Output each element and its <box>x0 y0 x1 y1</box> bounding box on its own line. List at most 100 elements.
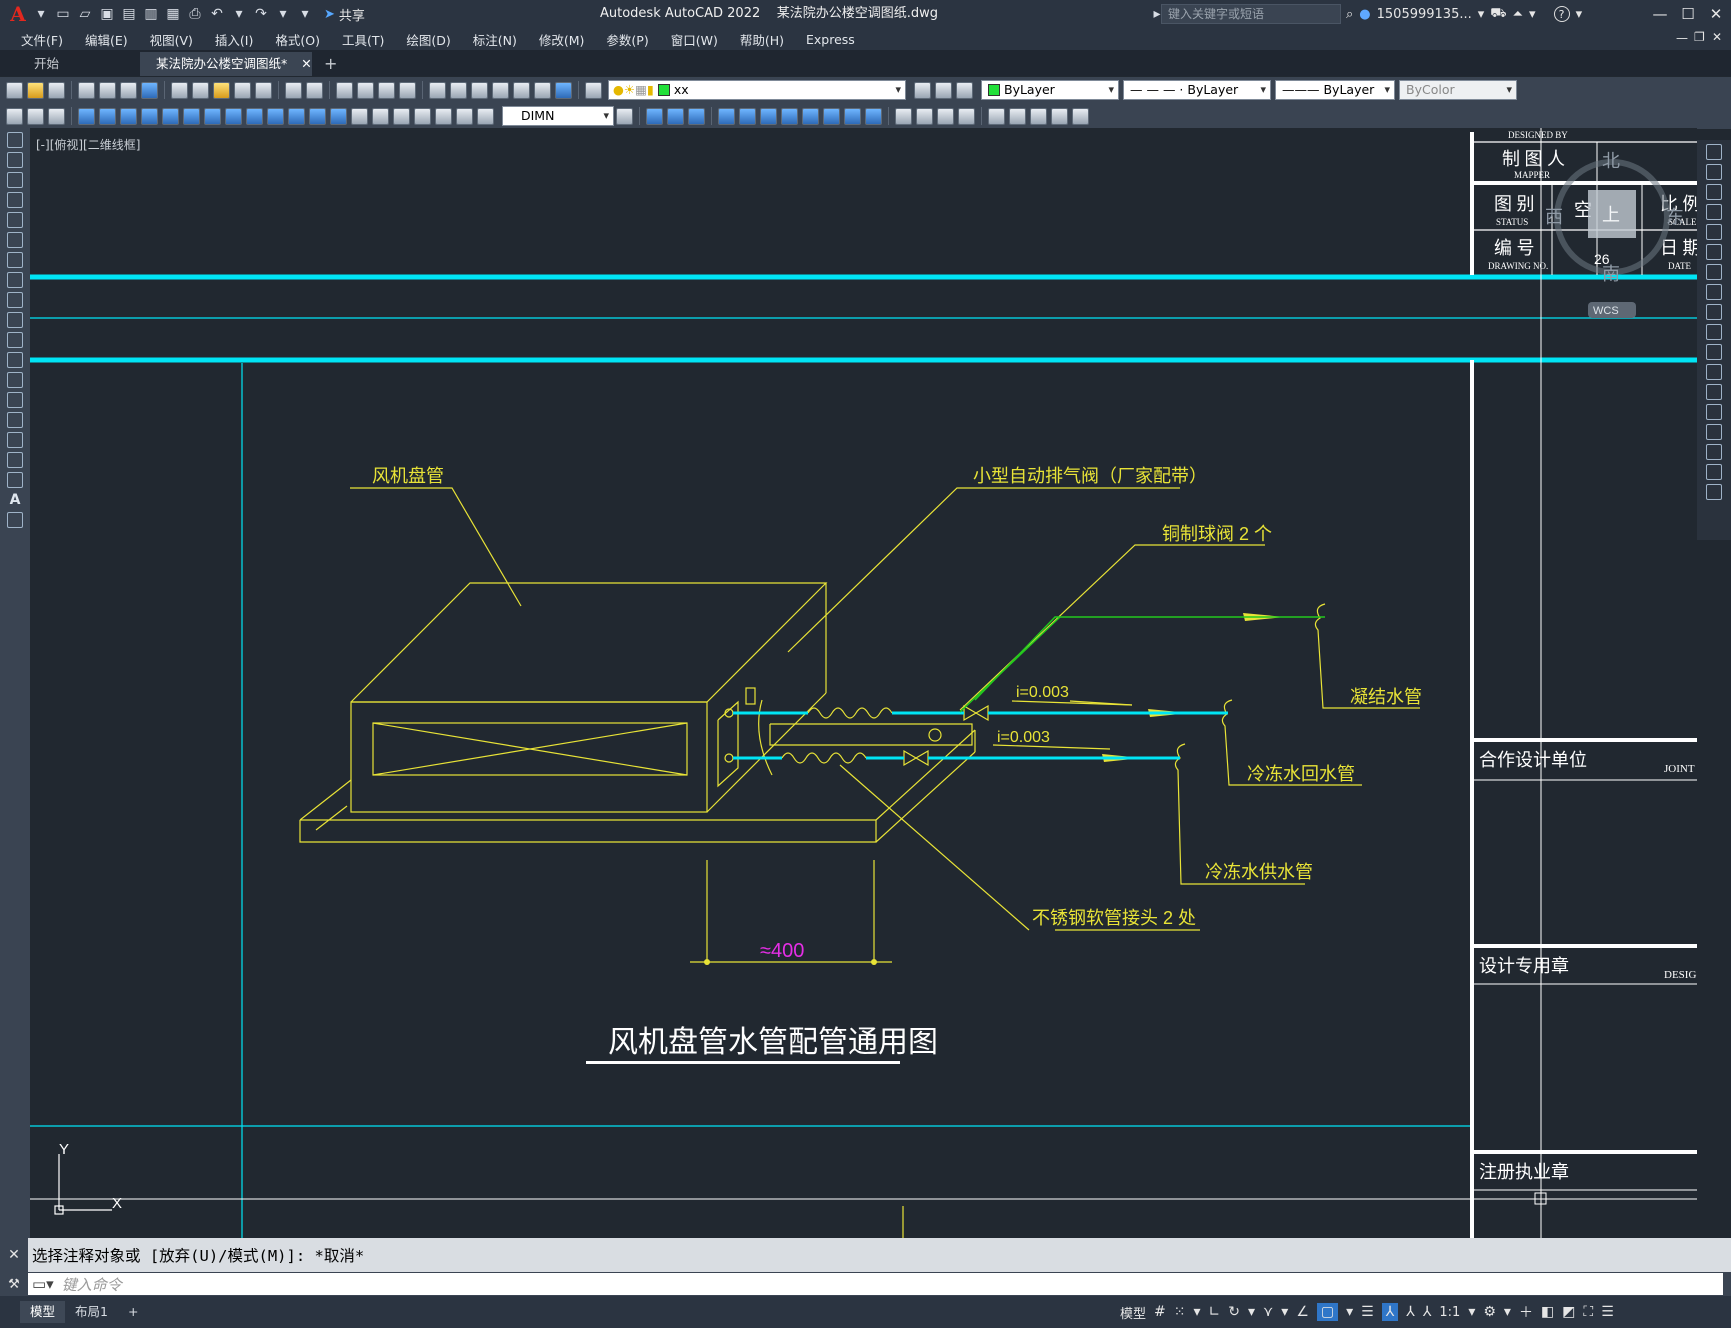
insert-block-icon[interactable] <box>7 352 23 368</box>
stretch-icon[interactable] <box>1706 304 1722 320</box>
stretch-icon[interactable] <box>802 107 819 125</box>
copy-icon[interactable] <box>1706 164 1722 180</box>
new-tab-button[interactable]: + <box>324 54 338 73</box>
ellipse-arc-icon[interactable] <box>7 332 23 348</box>
viewport-freeze-icon[interactable]: ▦ <box>635 82 647 97</box>
zoom-previous-icon[interactable] <box>399 81 416 99</box>
menu-tools[interactable]: 工具(T) <box>341 32 385 48</box>
array-icon[interactable] <box>1706 224 1722 240</box>
autodesk-app-icon[interactable]: ⏶ <box>1512 6 1524 22</box>
print-icon[interactable]: ⎙ <box>189 6 201 22</box>
close-button[interactable]: ✕ <box>1709 5 1723 23</box>
menu-window[interactable]: 窗口(W) <box>670 32 718 48</box>
join-icon[interactable] <box>958 107 975 125</box>
match-properties-icon[interactable] <box>234 81 251 99</box>
viewcube-south[interactable]: 南 <box>1602 264 1620 284</box>
search-icon[interactable]: ⌕ <box>1346 6 1354 22</box>
break-icon[interactable] <box>865 107 882 125</box>
chevron-down-icon[interactable]: ▾ <box>1468 1304 1476 1320</box>
doc-close-button[interactable]: ✕ <box>1712 30 1723 44</box>
open-folder-icon[interactable]: ▱ <box>79 6 91 22</box>
drawing-canvas[interactable]: 风机盘管 小型自动排气阀（厂家配带） 铜制球阀 2 个 凝结水管 i=0.003… <box>30 128 1697 1238</box>
help-icon[interactable]: ? <box>1553 6 1570 22</box>
point-icon[interactable] <box>7 392 23 408</box>
menu-dimension[interactable]: 标注(N) <box>472 32 517 48</box>
chevron-down-icon[interactable]: ▾ <box>1193 1304 1201 1320</box>
tab-layout1[interactable]: 布局1 <box>75 1304 108 1319</box>
fillet-icon[interactable] <box>1706 444 1722 460</box>
continue-dim-icon[interactable] <box>288 107 305 125</box>
grid-icon[interactable]: # <box>1154 1304 1166 1320</box>
dim-space-icon[interactable] <box>309 107 326 125</box>
auto-scale-icon[interactable]: ⅄ <box>1406 1304 1415 1320</box>
cart-icon[interactable]: ⛟ <box>1490 5 1507 21</box>
new-file-icon[interactable]: ▭ <box>56 6 70 22</box>
chamfer-icon[interactable] <box>1706 424 1722 440</box>
dim-oblique-icon[interactable] <box>456 107 473 125</box>
pan-icon[interactable] <box>336 81 353 99</box>
revision-cloud-icon[interactable] <box>7 272 23 288</box>
snap-icon[interactable]: ⁙ <box>1173 1304 1186 1320</box>
chevron-down-icon[interactable]: ▾ <box>1529 6 1536 22</box>
viewcube-ring[interactable] <box>1554 159 1670 275</box>
jogged-dim-icon[interactable] <box>183 107 200 125</box>
layer-states-icon[interactable] <box>956 81 973 99</box>
customize-icon[interactable]: ☰ <box>1601 1304 1614 1320</box>
region-icon[interactable] <box>7 452 23 468</box>
customize-icon[interactable]: ▾ <box>301 6 309 22</box>
search-expand-icon[interactable]: ▸ <box>1153 6 1161 22</box>
save-icon[interactable]: ▣ <box>100 6 114 22</box>
publish-icon[interactable] <box>120 81 137 99</box>
user-menu[interactable]: ⌕ ● 1505999135... ▾ ⛟ ⏶ ▾ ? ▾ <box>1346 0 1582 28</box>
polyline-icon[interactable] <box>7 172 23 188</box>
zoom-window-icon[interactable] <box>378 81 395 99</box>
mirror-icon[interactable] <box>667 107 684 125</box>
plot-icon[interactable] <box>78 81 95 99</box>
move-icon[interactable] <box>1706 244 1722 260</box>
menu-format[interactable]: 格式(O) <box>275 32 320 48</box>
make-current-layer-icon[interactable] <box>914 81 931 99</box>
dim-break-icon[interactable] <box>330 107 347 125</box>
object-snap-tracking-icon[interactable]: ∠ <box>1296 1304 1309 1320</box>
radius-dim-icon[interactable] <box>162 107 179 125</box>
dim-style-icon[interactable] <box>48 107 65 125</box>
plus-icon[interactable]: ＋ <box>1518 1305 1533 1321</box>
share-button[interactable]: ➤共享 <box>324 5 365 24</box>
menu-insert[interactable]: 插入(I) <box>214 32 254 48</box>
chamfer-icon[interactable] <box>895 107 912 125</box>
dimstyle-manager-icon[interactable] <box>616 107 633 125</box>
layer-properties-icon[interactable] <box>585 81 602 99</box>
menu-view[interactable]: 视图(V) <box>149 32 193 48</box>
wcs-menu-button[interactable] <box>1588 302 1636 318</box>
recent-commands-icon[interactable]: ▭▾ <box>32 1275 54 1293</box>
plotstyle-dropdown[interactable]: ByColor <box>1399 80 1517 100</box>
viewcube-top-face[interactable] <box>1588 190 1636 238</box>
tab-current-drawing[interactable]: 某法院办公楼空调图纸* ✕ <box>140 52 312 76</box>
dim-text-edit-icon[interactable] <box>435 107 452 125</box>
offset-icon[interactable] <box>688 107 705 125</box>
chevron-down-icon[interactable]: ▾ <box>37 6 45 22</box>
break-icon[interactable] <box>1706 384 1722 400</box>
calculator-icon[interactable] <box>534 81 551 99</box>
polar-icon[interactable]: ↻ <box>1228 1304 1240 1320</box>
chevron-down-icon[interactable]: ▾ <box>1281 1304 1289 1320</box>
redo-icon[interactable] <box>306 81 323 99</box>
isodraft-icon[interactable]: ⋎ <box>1263 1304 1274 1320</box>
inspection-icon[interactable] <box>393 107 410 125</box>
circle-icon[interactable] <box>7 252 23 268</box>
join-icon[interactable] <box>1706 404 1722 420</box>
save-as-icon[interactable]: ▤ <box>122 6 136 22</box>
move-icon[interactable] <box>739 107 756 125</box>
save-icon[interactable] <box>48 81 65 99</box>
menu-modify[interactable]: 修改(M) <box>538 32 585 48</box>
workspace-gear-icon[interactable]: ⚙ <box>1483 1304 1496 1320</box>
spline-icon[interactable] <box>7 292 23 308</box>
erase-icon[interactable] <box>1706 144 1722 160</box>
annotation-scale-icon[interactable]: ⅄ <box>1422 1304 1432 1320</box>
line-icon[interactable] <box>7 132 23 148</box>
arc-length-icon[interactable] <box>120 107 137 125</box>
scale-icon[interactable] <box>781 107 798 125</box>
gradient-icon[interactable] <box>7 432 23 448</box>
jogged-linear-icon[interactable] <box>414 107 431 125</box>
tab-start[interactable]: 开始 <box>34 56 60 71</box>
